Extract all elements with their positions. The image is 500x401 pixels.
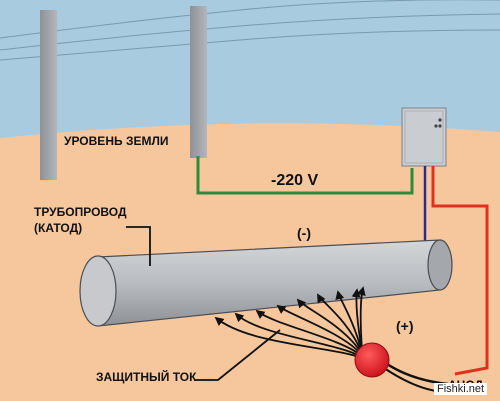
power-lines (0, 0, 500, 61)
control-box-icon (401, 107, 447, 167)
anode-icon (354, 342, 390, 378)
current-arrow-icon (234, 312, 363, 358)
utility-pole-icon (40, 10, 57, 180)
current-arrow-icon (296, 298, 363, 355)
pipe-icon (79, 239, 453, 327)
plus-label: (+) (396, 318, 414, 334)
protective-current-label: ЗАЩИТНЫЙ ТОК (96, 370, 197, 384)
current-arrow-icon (255, 309, 363, 357)
current-leader-line (194, 329, 281, 381)
current-arrow-icon (214, 316, 363, 359)
utility-pole-icon (190, 6, 207, 158)
pipeline-leader-line (126, 226, 151, 266)
watermark: Fishki.net (434, 383, 488, 395)
current-arrows (214, 286, 366, 359)
cathode-label: (КАТОД) (34, 221, 83, 235)
pipeline-label: ТРУБОПРОВОД (34, 205, 127, 219)
current-arrow-icon (335, 290, 363, 353)
current-arrow-icon (317, 293, 363, 354)
current-arrow-icon (356, 286, 366, 351)
current-arrow-icon (276, 304, 363, 356)
minus-label: (-) (297, 225, 311, 241)
voltage-label: -220 V (271, 172, 319, 189)
ground-level-label: УРОВЕНЬ ЗЕМЛИ (64, 134, 169, 148)
anode-wire (431, 166, 489, 376)
ground-wire (196, 156, 414, 195)
